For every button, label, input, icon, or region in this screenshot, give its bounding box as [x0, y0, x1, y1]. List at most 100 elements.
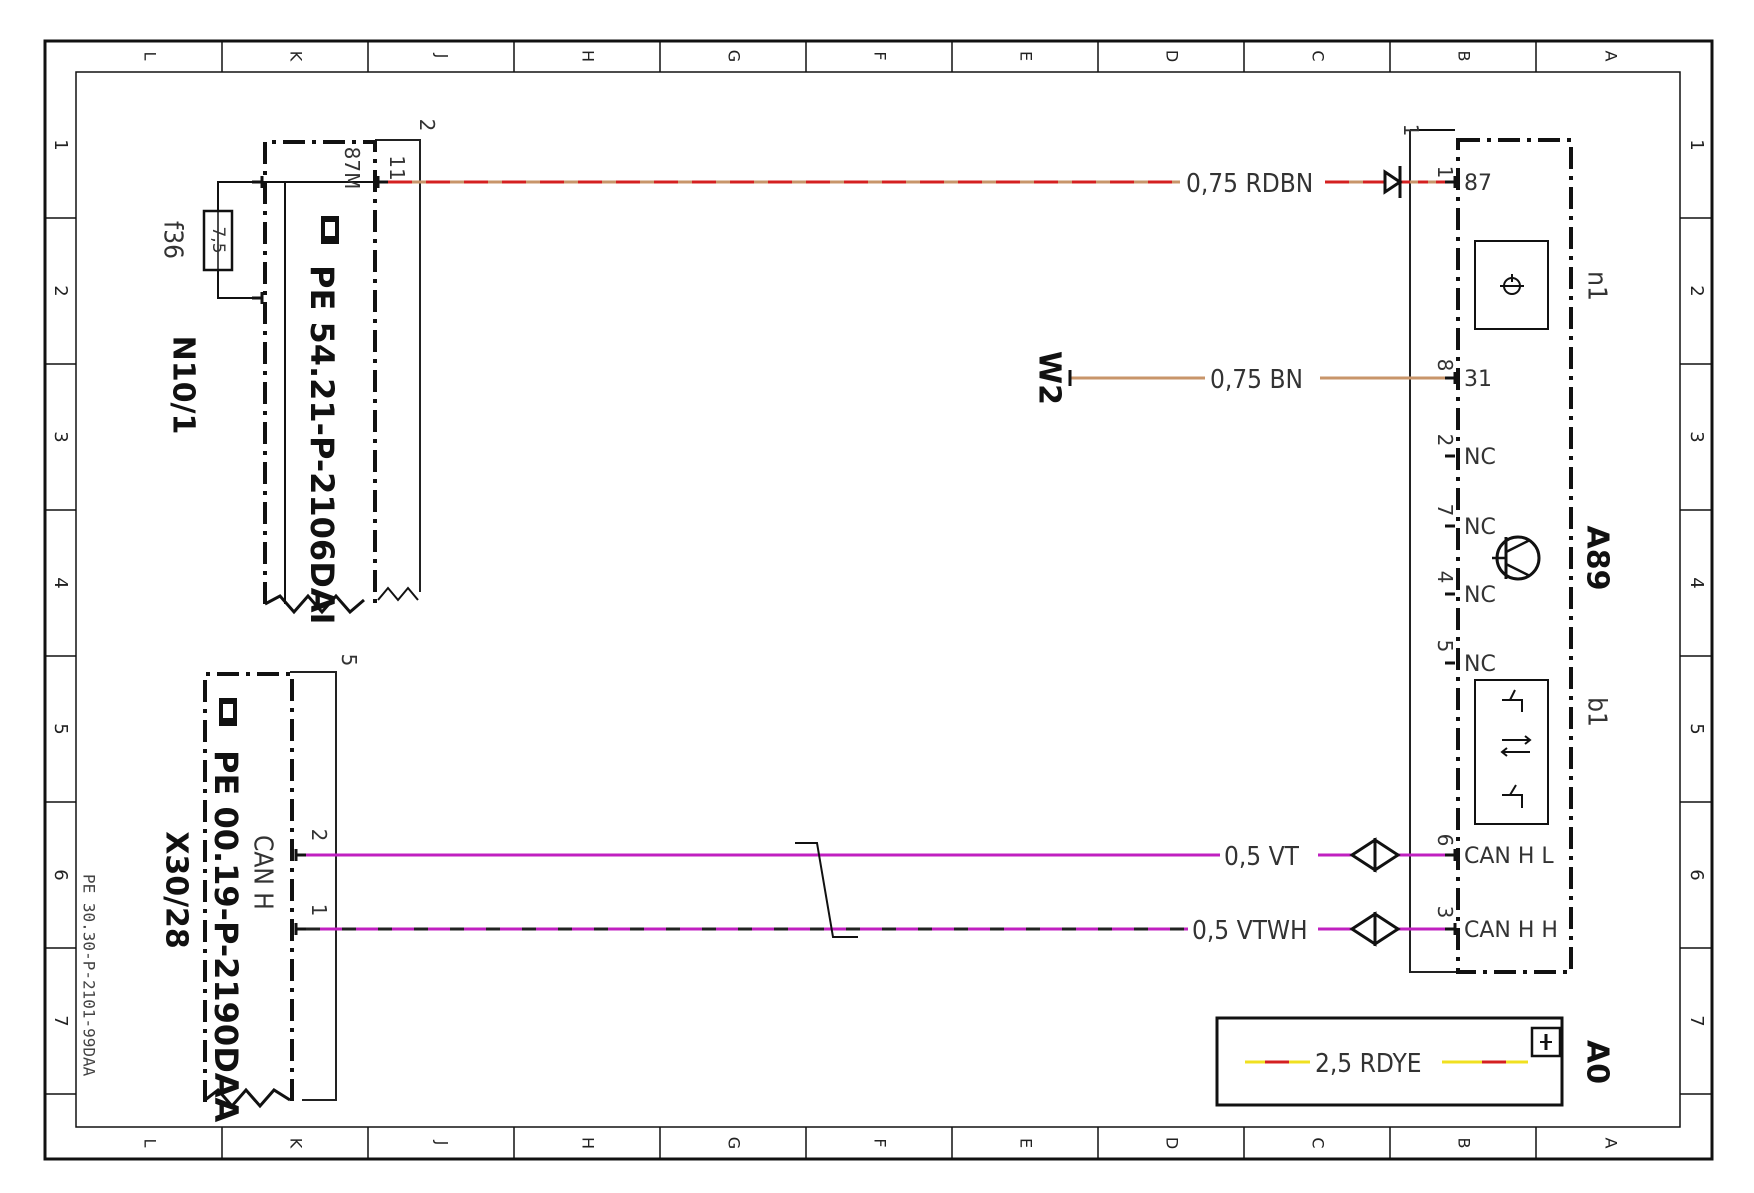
a89-pin-name: NC	[1464, 445, 1496, 470]
n10-1-bracket-break	[377, 586, 419, 602]
n10-1-box-break	[264, 593, 365, 615]
wire-vt[interactable]: 0,5 VT	[306, 837, 1445, 873]
transistor-icon	[1492, 535, 1541, 581]
grid-col-label: H	[579, 1137, 598, 1149]
component-a89[interactable]: 1 n1 A89 b1 1 87 8	[1399, 124, 1615, 974]
x30-28-doc-reference[interactable]: PE 00.19-P-2190DAA	[207, 750, 245, 1123]
info-icon[interactable]	[1530, 1026, 1562, 1058]
x30-28-pin-1-terminal	[294, 923, 306, 935]
component-n10-1[interactable]: 2 11 87M PE 54.21-P-2106DAI N10/1	[166, 119, 440, 625]
grid-col-label: D	[1163, 1137, 1182, 1149]
a0-box	[1215, 1016, 1564, 1107]
grid-row-label: 7	[1686, 1015, 1707, 1026]
grid-row-label: 2	[50, 285, 71, 296]
x30-28-box	[203, 672, 294, 1102]
grid-row-label: 6	[1686, 869, 1707, 880]
grid-row-label: 3	[50, 431, 71, 442]
grid-column-labels-top: L K J H G F E D C B A	[141, 50, 1621, 62]
component-x30-28[interactable]: 5 2 1 CAN H PE 00.19-P-2190DAA X30/28	[159, 654, 362, 1123]
a89-pin-number: 6	[1433, 834, 1457, 847]
grid-col-label: E	[1017, 1138, 1036, 1148]
x30-28-connector-bracket	[290, 671, 337, 1101]
grid-col-label: J	[433, 1140, 452, 1146]
a89-pin-name: 31	[1464, 367, 1492, 392]
grid-col-label: B	[1455, 1138, 1474, 1149]
a89-pin-number: 3	[1433, 906, 1457, 919]
wire-vtwh[interactable]: 0,5 VTWH	[306, 911, 1445, 947]
grid-col-label: A	[1602, 1138, 1621, 1149]
grid-row-label: 5	[1686, 723, 1707, 734]
grid-col-label: F	[871, 1138, 890, 1147]
x30-28-pin-1-label: 1	[307, 904, 331, 917]
a89-pin-number: 8	[1433, 359, 1457, 372]
x30-28-box-break	[204, 1087, 291, 1109]
grid-col-label: C	[1309, 50, 1328, 61]
twisted-pair-marker	[795, 842, 858, 938]
n10-1-pin-11-label: 11	[385, 155, 409, 180]
grid-row-labels-right: 1 2 3 4 5 6 7	[1686, 139, 1707, 1026]
wire-bn[interactable]: 0,75 BN	[1070, 365, 1445, 395]
grid-col-label: H	[579, 50, 598, 62]
n10-1-pin-87m-label: 87M	[340, 147, 364, 190]
grid-row-label: 4	[1686, 577, 1707, 588]
a89-pin-1-terminal	[1445, 176, 1457, 188]
a89-pin-8-terminal	[1445, 372, 1457, 384]
a89-pin-name: NC	[1464, 515, 1496, 540]
grid-row-label: 7	[50, 1015, 71, 1026]
fuse-f36[interactable]: 7,5 f36	[158, 181, 253, 299]
a89-pin-name: CAN H H	[1464, 918, 1558, 943]
grid-col-label: L	[141, 52, 160, 61]
inner-frame	[75, 71, 1681, 1128]
a0-reference: A0	[1580, 1040, 1615, 1084]
grid-col-label: J	[433, 53, 452, 59]
b1-box	[1474, 679, 1549, 825]
a89-pin-name: NC	[1464, 652, 1496, 677]
a89-pin-number: 1	[1433, 166, 1457, 179]
n10-1-box	[263, 140, 377, 604]
wire-vtwh-label: 0,5 VTWH	[1192, 916, 1308, 946]
wire-vt-label: 0,5 VT	[1224, 842, 1300, 872]
grid-col-label: D	[1163, 50, 1182, 62]
a89-pin-name: 87	[1464, 171, 1492, 196]
a89-reference: A89	[1580, 526, 1615, 591]
n10-1-pin-11-terminal	[376, 176, 388, 188]
bidirectional-connector-icon	[1349, 911, 1401, 947]
a89-sub-n1: n1	[1582, 271, 1612, 301]
a89-pin-name: CAN H L	[1464, 844, 1554, 869]
ground-reference: W2	[1032, 351, 1067, 405]
grid-dividers	[45, 41, 1712, 1159]
a89-pin-6-terminal	[1445, 849, 1457, 861]
grid-row-label: 6	[50, 869, 71, 880]
a89-box	[1456, 138, 1573, 974]
grid-col-label: G	[725, 1137, 744, 1149]
relay-icon	[1500, 274, 1524, 295]
n1-box	[1474, 240, 1549, 330]
outer-frame	[43, 39, 1714, 1161]
fuse-wires	[217, 181, 252, 299]
grid-col-label: F	[871, 51, 890, 60]
n10-1-pin-terminal-top	[252, 176, 264, 188]
n10-1-reference: N10/1	[166, 336, 201, 435]
n10-1-doc-reference[interactable]: PE 54.21-P-2106DAI	[303, 265, 341, 624]
x30-28-connector-number: 5	[337, 654, 361, 667]
grid-column-labels-bottom: L K J H G F E D C B A	[141, 1137, 1621, 1149]
a89-sub-b1: b1	[1582, 697, 1612, 727]
component-a0[interactable]: 2,5 RDYE A0	[1215, 1016, 1615, 1107]
grid-col-label: A	[1602, 51, 1621, 62]
grid-col-label: C	[1309, 1137, 1328, 1148]
grid-row-label: 5	[50, 723, 71, 734]
grid-col-label: B	[1455, 51, 1474, 62]
grid-row-labels-left: 1 2 3 4 5 6 7	[50, 139, 71, 1026]
grid-row-label: 2	[1686, 285, 1707, 296]
plug-connector-icon	[1383, 166, 1403, 198]
x30-28-can-label: CAN H	[248, 835, 278, 910]
a89-pin-number: 7	[1433, 504, 1457, 517]
grid-row-label: 4	[50, 577, 71, 588]
a89-pin-3-terminal	[1445, 923, 1457, 935]
fuse-value: 7,5	[208, 226, 228, 253]
wire-bn-label: 0,75 BN	[1210, 365, 1303, 395]
x30-28-pin-2-terminal	[294, 849, 306, 861]
wire-rdbn[interactable]: 0,75 RDBN	[388, 166, 1445, 199]
grid-col-label: K	[287, 1138, 306, 1149]
